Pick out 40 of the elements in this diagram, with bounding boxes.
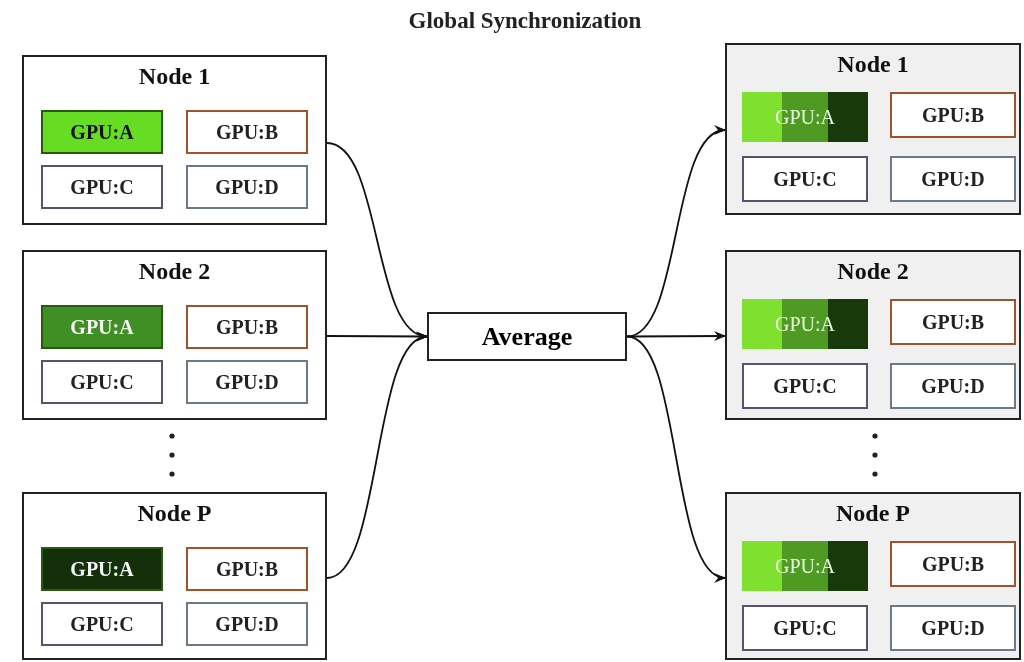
gpu-box: GPU:B: [186, 305, 308, 349]
node-heading: Node P: [835, 500, 911, 527]
gpu-box: GPU:A: [41, 110, 163, 154]
compute-node-panel: [22, 492, 327, 660]
process-box: Average: [427, 312, 627, 361]
diagram-title: Global Synchronization: [407, 8, 643, 34]
gpu-box: GPU:B: [186, 547, 308, 591]
compute-node-panel: [725, 43, 1021, 215]
gpu-box: GPU:C: [41, 602, 163, 646]
node-heading: Node P: [136, 500, 213, 527]
gpu-box: GPU:B: [186, 110, 308, 154]
gpu-box: GPU:C: [742, 156, 868, 202]
gpu-box: GPU:D: [186, 360, 308, 404]
gpu-box: GPU:B: [890, 92, 1016, 138]
gpu-box: GPU:C: [41, 360, 163, 404]
compute-node-panel: [725, 250, 1021, 420]
gpu-box: GPU:B: [890, 299, 1016, 345]
gpu-box: GPU:D: [890, 156, 1016, 202]
compute-node-panel: [22, 55, 327, 225]
gpu-box: GPU:D: [186, 602, 308, 646]
compute-node-panel: [725, 492, 1021, 660]
gpu-box: GPU:C: [742, 605, 868, 651]
node-heading: Node 1: [137, 63, 212, 90]
arrow: [626, 128, 726, 338]
compute-node-panel: [22, 250, 327, 420]
gpu-box: GPU:A: [742, 299, 868, 349]
gpu-box: GPU:D: [890, 363, 1016, 409]
gpu-box: GPU:A: [742, 541, 868, 591]
gpu-box: GPU:A: [41, 305, 163, 349]
gpu-box: GPU:C: [41, 165, 163, 209]
gpu-box: GPU:A: [41, 547, 163, 591]
gpu-box: GPU:D: [890, 605, 1016, 651]
gpu-box: GPU:D: [186, 165, 308, 209]
gpu-box: GPU:B: [890, 541, 1016, 587]
node-heading: Node 1: [836, 51, 910, 78]
node-heading: Node 2: [836, 258, 910, 285]
gpu-box: GPU:A: [742, 92, 868, 142]
arrow: [326, 335, 428, 579]
node-heading: Node 2: [137, 258, 212, 285]
gpu-box: GPU:C: [742, 363, 868, 409]
